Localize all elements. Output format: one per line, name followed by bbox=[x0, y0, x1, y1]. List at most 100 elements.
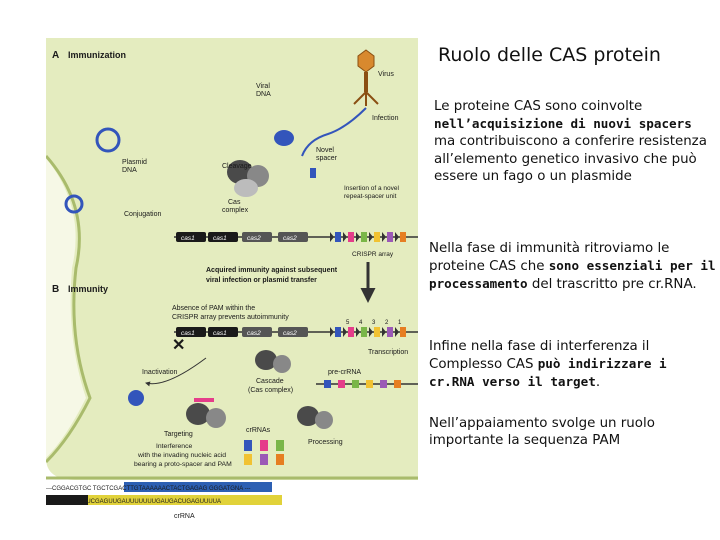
dna-sequence: ---CGGACGTGC TGCTCGACTTGTAAAAAACTACTGAGA… bbox=[46, 486, 251, 492]
pre-crrna-spacer-2 bbox=[338, 380, 345, 388]
cascade-line-2: (Cas complex) bbox=[248, 387, 293, 394]
invading-dna-icon bbox=[128, 390, 144, 406]
interference-line-1: Interference bbox=[156, 443, 192, 450]
interference-line-2: with the invading nucleic acid bbox=[137, 452, 226, 459]
interference-label: Interference with the invading nucleic ac… bbox=[134, 443, 232, 468]
cas-complex-line-1: Cas bbox=[228, 199, 241, 206]
crispr-spacer-4 bbox=[374, 232, 380, 242]
p3-text-2: . bbox=[595, 375, 601, 391]
cas-gene-2 bbox=[208, 327, 238, 337]
paragraph-interference: Infine nella fase di interferenza il Com… bbox=[429, 338, 717, 392]
cas-gene-3 bbox=[242, 327, 272, 337]
novel-spacer-line-2: spacer bbox=[316, 155, 338, 162]
crispr-repeat-6 bbox=[395, 232, 399, 242]
pre-crrna-spacer-1 bbox=[324, 380, 331, 388]
x-mark-icon: ✕ bbox=[172, 337, 185, 354]
panel-a-letter: A bbox=[52, 50, 59, 61]
plasmid-icon bbox=[64, 127, 121, 214]
cas-gene-1 bbox=[176, 327, 206, 337]
crispr-repeat-2 bbox=[343, 327, 347, 337]
crispr-repeat-3 bbox=[356, 327, 360, 337]
virus-icon bbox=[353, 49, 379, 106]
targeting-label: Targeting bbox=[164, 431, 193, 438]
crrna-label: crRNA bbox=[174, 513, 195, 520]
cleavage-label: Cleavage bbox=[222, 163, 252, 170]
cas-gene-label-4: cas2 bbox=[283, 235, 297, 242]
cascade-icon bbox=[255, 350, 291, 373]
panel-b-title: Immunity bbox=[68, 284, 108, 294]
viral-dna-strand bbox=[301, 107, 367, 157]
crispr-repeat-6 bbox=[395, 327, 399, 337]
processing-complex-icon bbox=[297, 406, 333, 429]
viral-dna-shape bbox=[274, 130, 294, 146]
panel-b-letter: B bbox=[52, 284, 59, 295]
slide-title: Ruolo delle CAS protein bbox=[438, 44, 661, 66]
crispr-spacer-4 bbox=[374, 327, 380, 337]
cell-membrane bbox=[46, 155, 92, 464]
cascade-line-1: Cascade bbox=[256, 378, 284, 385]
pre-crrna-spacers bbox=[324, 380, 401, 388]
pre-crrna-spacer-4 bbox=[366, 380, 373, 388]
p2-bold: sono essenziali per il processamento bbox=[429, 258, 716, 292]
crispr-spacer-5 bbox=[387, 232, 393, 242]
paragraph-acquisition: Le proteine CAS sono coinvolte nell’acqu… bbox=[434, 98, 716, 185]
crrna-1 bbox=[244, 440, 252, 451]
infection-label: Infection bbox=[372, 115, 399, 122]
p1-bold: nell’acquisizione di nuovi spacers bbox=[434, 116, 692, 132]
cas-gene-label-2: cas1 bbox=[213, 235, 227, 242]
pre-crrna-label: pre-crRNA bbox=[328, 369, 361, 376]
rna-sequence: CAAAACUGGUCGAGUUGAUUUUUUUGAUGACUGAGUUUUA bbox=[48, 499, 221, 505]
viral-dna-line-2: DNA bbox=[256, 91, 271, 98]
novel-spacer-line-1: Novel bbox=[316, 147, 334, 154]
p2-text-1: Nella fase di immunità ritroviamo le pro… bbox=[429, 241, 670, 275]
crispr-spacer-6 bbox=[400, 327, 406, 337]
acquired-line-2: viral infection or plasmid transfer bbox=[206, 277, 317, 284]
plasmid-line-1: Plasmid bbox=[122, 159, 147, 166]
cas-gene-3 bbox=[242, 232, 272, 242]
inactivation-label: Inactivation bbox=[142, 369, 178, 376]
pre-crrna-spacer-6 bbox=[394, 380, 401, 388]
p1-text-1: Le proteine CAS sono coinvolte bbox=[434, 99, 643, 114]
viral-dna-line-1: Viral bbox=[256, 83, 270, 90]
crispr-spacer-2 bbox=[348, 327, 354, 337]
crispr-repeat-1 bbox=[330, 232, 334, 242]
cas-gene-label-1: cas1 bbox=[181, 235, 195, 242]
crispr-spacer-5 bbox=[387, 327, 393, 337]
paragraph-immunity: Nella fase di immunità ritroviamo le pro… bbox=[429, 240, 717, 294]
crrna-2 bbox=[260, 440, 268, 451]
cas-gene-label-4: cas2 bbox=[283, 330, 297, 337]
crispr-array-2 bbox=[330, 327, 406, 337]
absence-line-2: CRISPR array prevents autoimmunity bbox=[172, 314, 289, 321]
crrna-6 bbox=[276, 454, 284, 465]
insertion-line-1: Insertion of a novel bbox=[344, 185, 399, 192]
paragraph-pam: Nell’appaiamento svolge un ruolo importa… bbox=[429, 415, 717, 449]
spacer-number-1: 1 bbox=[398, 320, 402, 326]
crrna-5 bbox=[260, 454, 268, 465]
targeting-complex-icon bbox=[186, 398, 226, 428]
crispr-repeat-5 bbox=[382, 327, 386, 337]
cas-gene-label-3: cas2 bbox=[247, 235, 261, 242]
crrna-4 bbox=[244, 454, 252, 465]
crrnas-label: crRNAs bbox=[246, 427, 271, 434]
crispr-spacer-3 bbox=[361, 327, 367, 337]
cell-background bbox=[46, 38, 418, 480]
crispr-spacer-3 bbox=[361, 232, 367, 242]
spacer-number-3: 3 bbox=[372, 320, 376, 326]
spacer-number-5: 5 bbox=[346, 320, 350, 326]
gene-track-1: cas1 cas1 cas2 cas2 bbox=[176, 232, 308, 242]
conjugation-label: Conjugation bbox=[124, 211, 161, 218]
cas-gene-label-2: cas1 bbox=[213, 330, 227, 337]
cas-gene-1 bbox=[176, 232, 206, 242]
p4-text-1: Nell’appaiamento svolge un ruolo importa… bbox=[429, 416, 655, 449]
crrna-set bbox=[244, 440, 284, 465]
left-cell bbox=[46, 158, 86, 458]
crrna-3 bbox=[276, 440, 284, 451]
spacer-number-2: 2 bbox=[385, 320, 389, 326]
pre-crrna-spacer-3 bbox=[352, 380, 359, 388]
